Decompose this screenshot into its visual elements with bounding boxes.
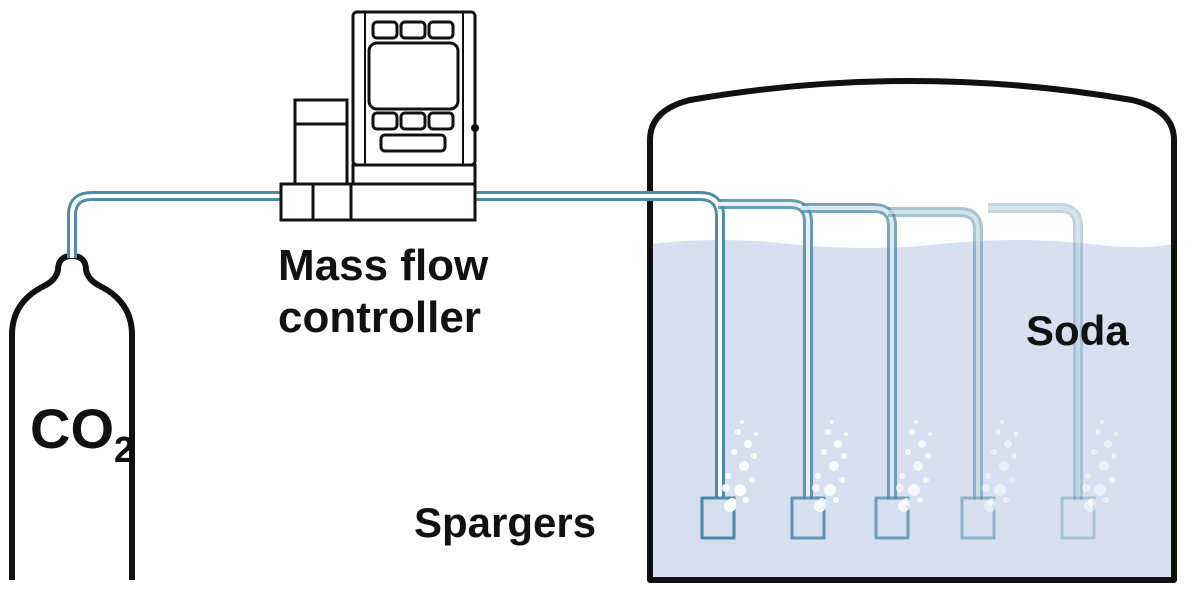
bubble — [908, 484, 920, 496]
bubble — [1114, 432, 1118, 436]
co2-label-main: CO — [30, 397, 114, 460]
mfc-bottom-button-1 — [371, 111, 399, 131]
mfc-label-line1: Mass flow — [278, 241, 489, 290]
bubble — [896, 484, 904, 492]
mfc-valve-body — [293, 98, 349, 186]
bubble — [824, 484, 836, 496]
bubble — [994, 484, 1006, 496]
bubble — [899, 473, 905, 479]
bubble — [1111, 453, 1117, 459]
mfc-bottom-button-2 — [399, 111, 427, 131]
bubble — [740, 420, 744, 424]
bubble — [1099, 461, 1109, 471]
bubble — [1014, 432, 1018, 436]
bubble — [1094, 484, 1106, 496]
mfc-top-button-1 — [371, 20, 399, 40]
bubble — [815, 473, 821, 479]
spargers-label: Spargers — [414, 499, 596, 546]
bubble — [734, 484, 746, 496]
bubble — [1100, 420, 1104, 424]
bubble — [1003, 497, 1009, 503]
bubble — [821, 449, 827, 455]
bubble — [928, 432, 932, 436]
bubble — [1004, 440, 1012, 448]
bubble — [743, 497, 749, 503]
bubble — [913, 461, 923, 471]
bubble — [999, 461, 1009, 471]
bubble — [751, 453, 757, 459]
bubble — [830, 420, 834, 424]
bubble — [754, 432, 758, 436]
soda-label: Soda — [1026, 307, 1129, 354]
bubble — [735, 429, 741, 435]
bubble — [918, 440, 926, 448]
bubble — [812, 484, 820, 492]
bubble — [905, 449, 911, 455]
bubble — [839, 477, 845, 483]
bubble — [1000, 420, 1004, 424]
bubble — [1109, 477, 1115, 483]
bubble — [898, 500, 910, 512]
bubble — [909, 429, 915, 435]
soda-liquid — [651, 240, 1174, 578]
mfc-screen — [367, 41, 460, 111]
mfc-mount — [351, 163, 477, 186]
bubble — [985, 473, 991, 479]
bubble — [724, 500, 736, 512]
bubble — [844, 432, 848, 436]
mfc-wide-button — [379, 133, 447, 153]
bubble — [1009, 477, 1015, 483]
bubble — [731, 449, 737, 455]
mfc-bottom-button-3 — [427, 111, 455, 131]
mfc-top-button-2 — [399, 20, 427, 40]
branch-tube-inner — [802, 206, 894, 500]
bubble — [917, 497, 923, 503]
bubble — [984, 500, 996, 512]
bubble — [833, 497, 839, 503]
bubble — [744, 440, 752, 448]
bubble — [1085, 473, 1091, 479]
mfc-top-button-3 — [427, 20, 455, 40]
bubble — [991, 449, 997, 455]
branch-tube-inner — [988, 206, 1080, 500]
soda-tank — [647, 78, 1177, 583]
bubble — [1084, 500, 1096, 512]
tank-outline — [647, 78, 1177, 583]
bubble — [914, 420, 918, 424]
bubble — [925, 453, 931, 459]
co2-label-subscript: 2 — [114, 429, 134, 470]
bubble — [1091, 449, 1097, 455]
bubble — [829, 461, 839, 471]
mfc-base-block — [279, 182, 477, 222]
bubble — [825, 429, 831, 435]
branch-tube — [988, 203, 1083, 500]
bubble — [1104, 440, 1112, 448]
co2-label: CO2 — [30, 397, 134, 470]
bubble — [749, 477, 755, 483]
bubble — [814, 500, 826, 512]
spargers-group — [700, 420, 1118, 540]
branch-tubes — [718, 199, 1083, 500]
bubble — [923, 477, 929, 483]
bubble — [982, 484, 990, 492]
mfc-label-line2: controller — [278, 293, 481, 342]
bubble — [834, 440, 842, 448]
bubble — [995, 429, 1001, 435]
bubble — [739, 461, 749, 471]
bubble — [1082, 484, 1090, 492]
bubble — [841, 453, 847, 459]
branch-tube-inner — [888, 210, 980, 500]
bubble — [1103, 497, 1109, 503]
bubble — [1095, 429, 1101, 435]
mass-flow-controller — [279, 10, 479, 222]
bubble — [725, 473, 731, 479]
bubble — [722, 484, 730, 492]
bubble — [1011, 453, 1017, 459]
